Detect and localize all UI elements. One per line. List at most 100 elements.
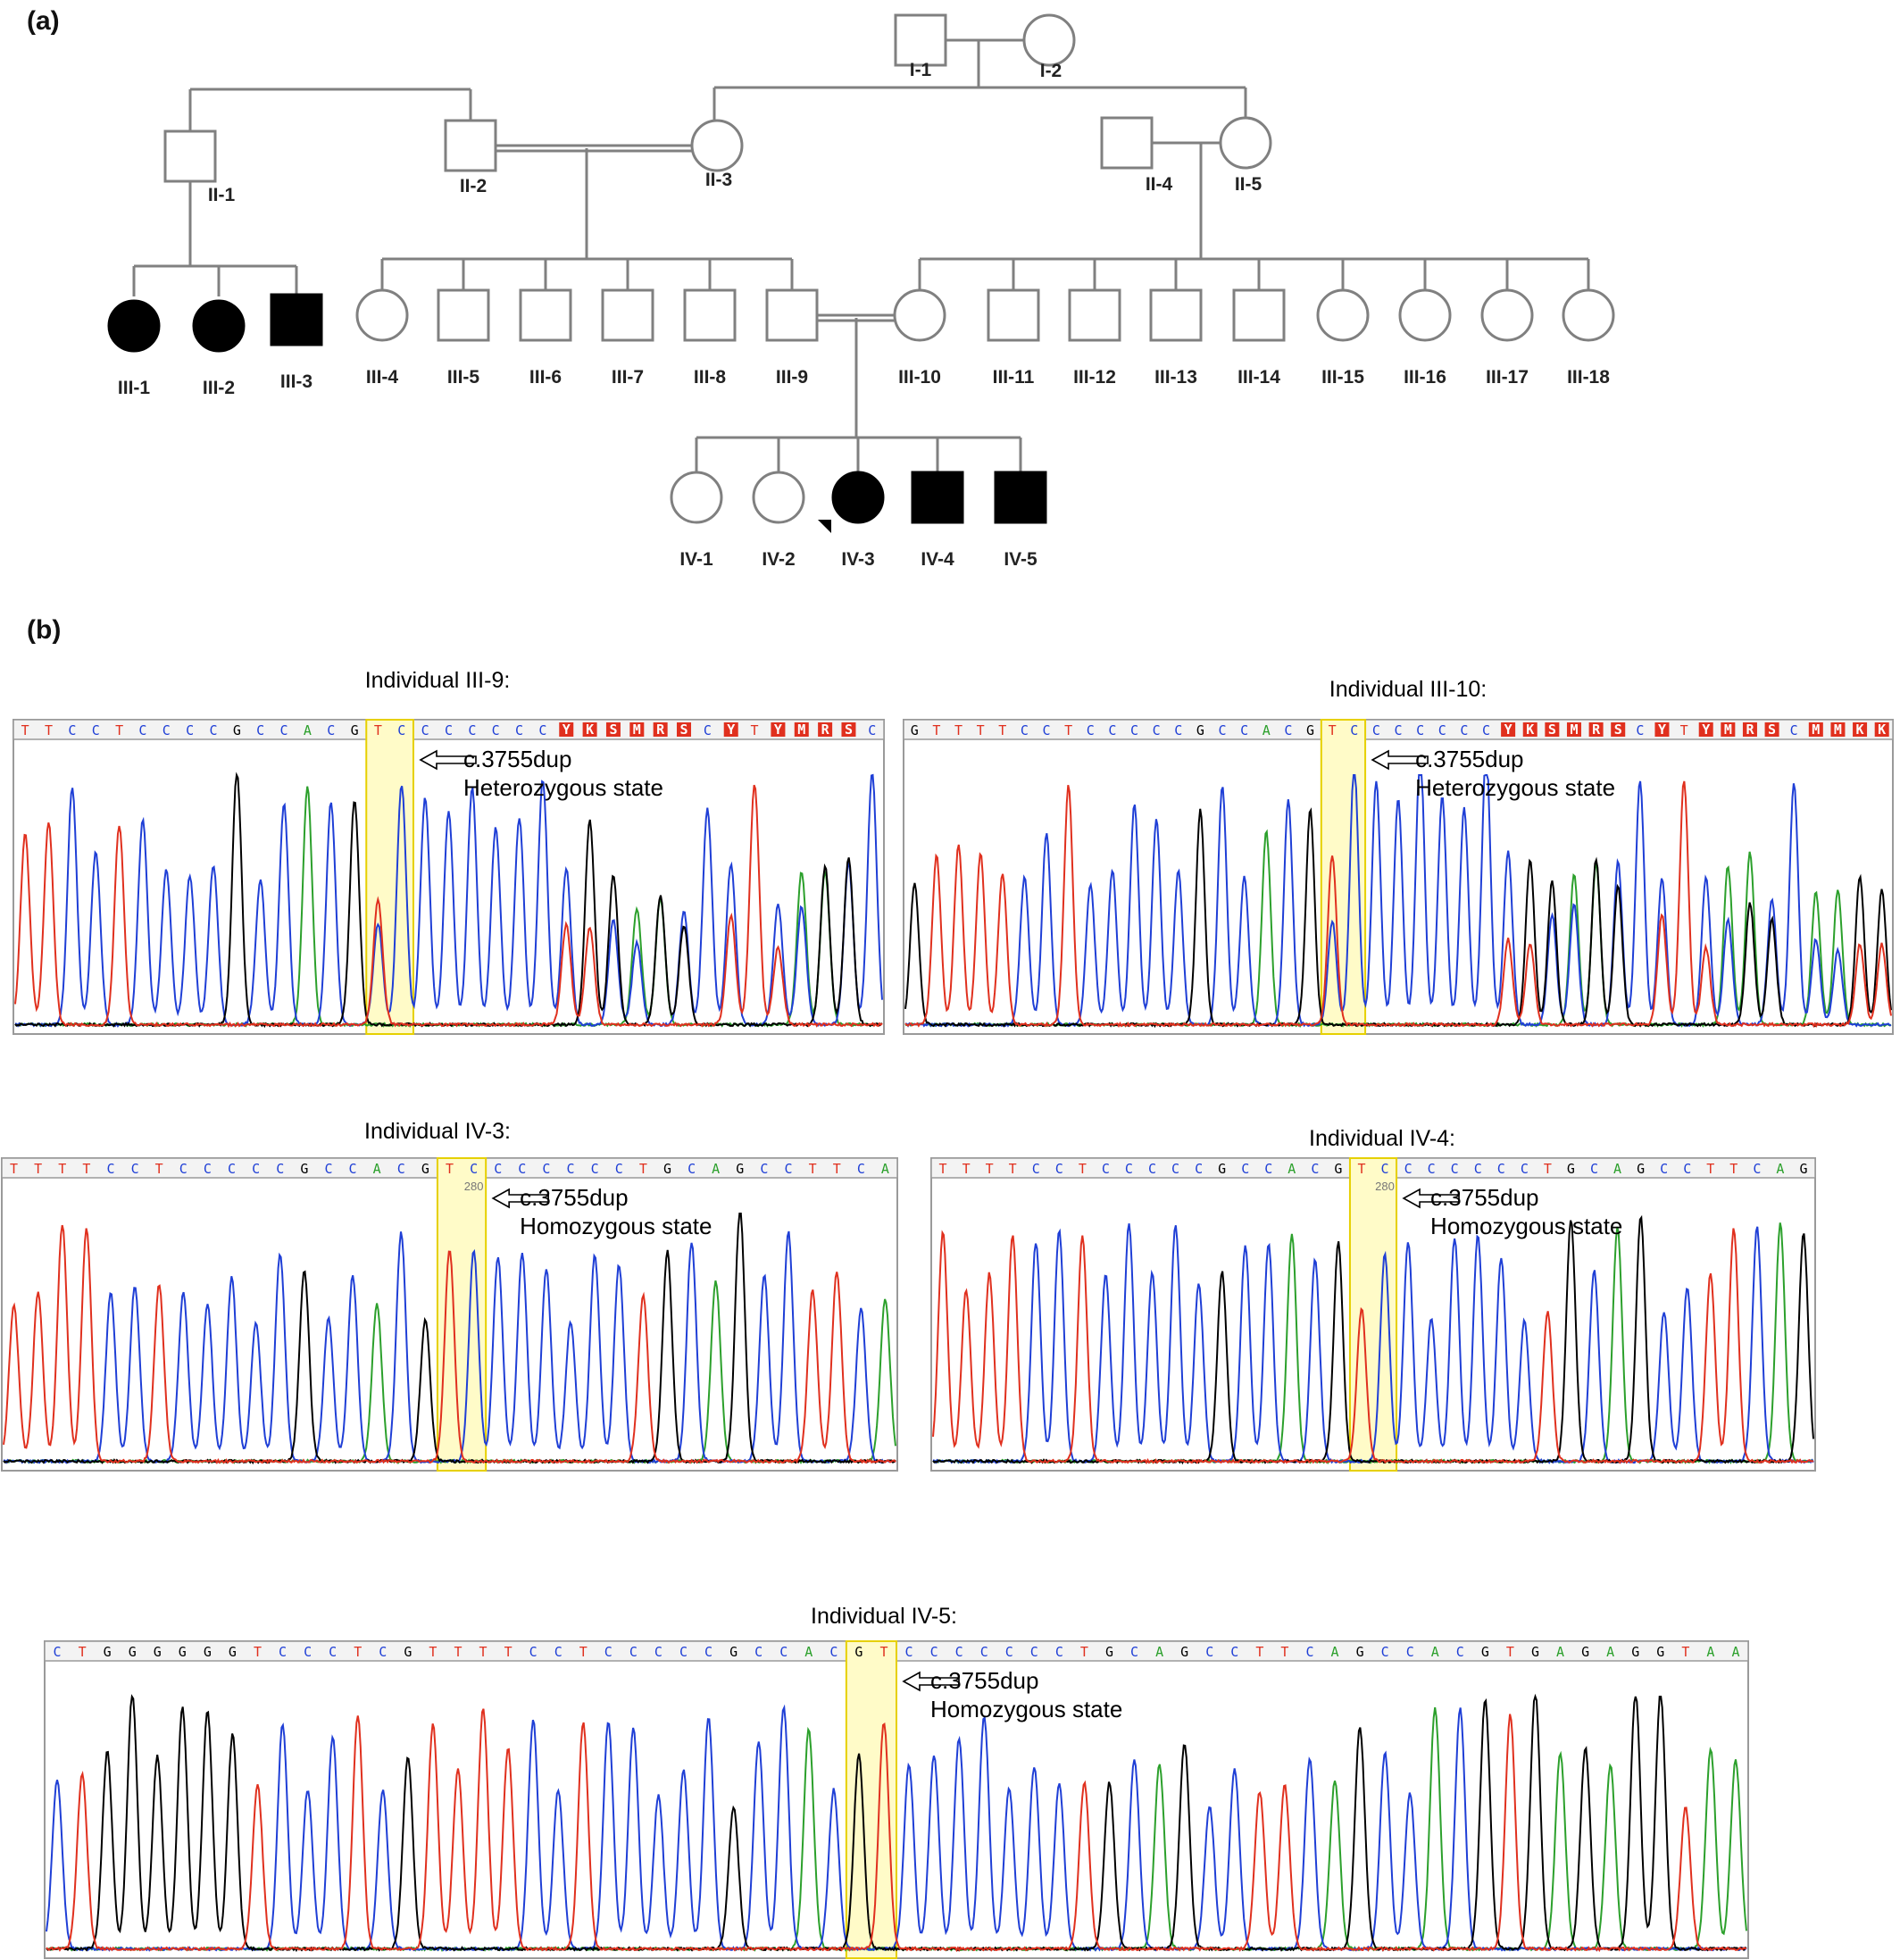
base-letter: C (1108, 722, 1116, 738)
individual-title: Individual IV-3: (364, 1119, 511, 1144)
base-letter: T (1357, 1161, 1365, 1177)
female-symbol (670, 471, 723, 524)
pedigree-individual: III-7 (601, 288, 654, 388)
base-letter: K (1856, 721, 1864, 738)
pedigree-individual: III-2 (192, 299, 246, 398)
zygosity-label: Homozygous state (520, 1213, 712, 1239)
base-letter: K (586, 721, 594, 738)
base-letter: C (106, 1161, 114, 1177)
base-letter: C (1043, 722, 1051, 738)
base-letter: C (615, 1161, 623, 1177)
base-letter: G (404, 1644, 412, 1660)
variant-label: c.3755dup (930, 1667, 1038, 1694)
pedigree-individual: III-10 (893, 288, 946, 388)
base-letter: T (504, 1644, 512, 1660)
pedigree-label: IV-2 (762, 549, 795, 570)
base-letter: G (1306, 722, 1314, 738)
male-symbol (163, 129, 217, 183)
base-letter: G (663, 1161, 671, 1177)
base-letter: T (962, 1161, 971, 1177)
base-letter: C (1683, 1161, 1691, 1177)
pedigree-individual: III-16 (1398, 288, 1452, 388)
base-letter: C (179, 1161, 188, 1177)
pedigree-label: II-1 (208, 185, 236, 205)
base-letter: C (1372, 722, 1380, 738)
base-letter: C (1406, 1644, 1414, 1660)
pedigree-individual: II-4 (1100, 116, 1173, 195)
pedigree-label: III-2 (203, 378, 235, 398)
base-letter: C (324, 1161, 332, 1177)
ambiguous-base-box (1588, 722, 1604, 737)
base-letter: C (515, 722, 523, 738)
pedigree-label: III-15 (1321, 367, 1364, 388)
base-letter: A (1288, 1161, 1296, 1177)
ambiguous-base-box (1764, 722, 1779, 737)
pedigree-individual: IV-1 (670, 471, 723, 570)
base-letter: C (1148, 1161, 1156, 1177)
pedigree-individual: III-6 (519, 288, 572, 388)
base-letter: C (779, 1644, 788, 1660)
ambiguous-base-box (841, 722, 856, 737)
ambiguous-base-box (818, 722, 833, 737)
trace-g (3, 1213, 896, 1465)
ambiguous-base-box (653, 722, 668, 737)
ambiguous-base-box (677, 722, 692, 737)
base-letter: C (930, 1644, 938, 1660)
base-letter: T (446, 1161, 454, 1177)
mutation-highlight (1320, 719, 1367, 1035)
base-letter: G (351, 722, 359, 738)
base-letter: C (1660, 1161, 1668, 1177)
base-letter: T (1729, 1161, 1738, 1177)
pedigree-individual: II-5 (1219, 116, 1272, 195)
trace-t (3, 1224, 896, 1464)
ambiguous-base-box (605, 722, 621, 737)
base-letter: R (821, 721, 830, 738)
ambiguous-base-box (1611, 722, 1626, 737)
ambiguous-base-box (629, 722, 645, 737)
position-tick: 280 (464, 1180, 484, 1193)
male-symbol (683, 288, 737, 342)
base-letter: C (1195, 1161, 1203, 1177)
pedigree-label: I-2 (1040, 61, 1062, 81)
pedigree-label: III-3 (280, 371, 312, 392)
zygosity-label: Heterozygous state (463, 774, 663, 801)
base-letter: C (1219, 722, 1227, 738)
base-letter: G (911, 722, 919, 738)
pedigree-label: III-17 (1486, 367, 1529, 388)
base-letter: C (279, 1644, 287, 1660)
male-symbol (444, 119, 497, 172)
base-letter: Y (1702, 721, 1710, 738)
base-letter: C (1264, 1161, 1272, 1177)
pedigree-label: II-4 (1146, 174, 1173, 195)
base-letter: C (591, 1161, 599, 1177)
ambiguous-base-box (794, 722, 809, 737)
base-letter: C (1590, 1161, 1598, 1177)
base-letter: T (932, 722, 940, 738)
base-letter: C (829, 1644, 838, 1660)
female-symbol (752, 471, 805, 524)
left-arrow-icon (491, 1188, 549, 1209)
panel-a-label: (a) (27, 6, 60, 36)
base-letter: G (1656, 1644, 1664, 1660)
base-letter: G (1481, 1644, 1489, 1660)
male-symbol (601, 288, 654, 342)
base-letter: C (1230, 1644, 1238, 1660)
base-letter: S (845, 721, 853, 738)
base-letter: T (155, 1161, 163, 1177)
base-letter: C (1032, 1161, 1040, 1177)
ambiguous-base-box (1874, 722, 1889, 737)
ambiguous-base-box (723, 722, 738, 737)
ambiguous-base-box (1853, 722, 1868, 737)
ambiguous-base-box (1698, 722, 1713, 737)
trace-t (46, 1708, 1747, 1953)
base-letter: C (1753, 1161, 1761, 1177)
base-letter: C (980, 1644, 988, 1660)
base-letter: T (1080, 1644, 1088, 1660)
base-letter: A (1262, 722, 1271, 738)
base-letter: C (1241, 1161, 1249, 1177)
base-letter: A (1155, 1644, 1163, 1660)
base-letter: C (54, 1644, 62, 1660)
